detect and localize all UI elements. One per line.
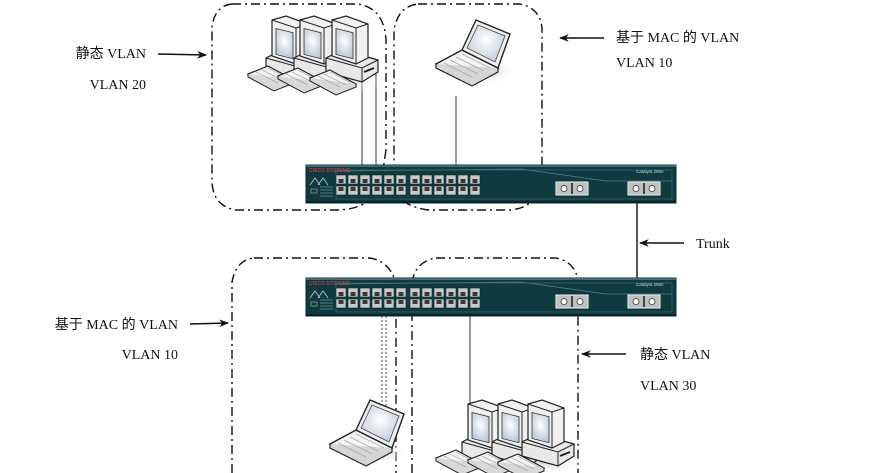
ethernet-port-socket [398, 179, 404, 183]
ethernet-port-socket [386, 187, 392, 191]
ethernet-port-socket [350, 300, 356, 304]
ethernet-port-socket [412, 292, 418, 296]
laptop-icon [435, 19, 517, 87]
ethernet-port-socket [362, 300, 368, 304]
ethernet-port-socket [460, 292, 466, 296]
ethernet-port-socket [436, 179, 442, 183]
arrow-bottom-left [189, 319, 229, 328]
ethernet-port-socket [436, 187, 442, 191]
pc-group-bottom[interactable] [435, 399, 584, 473]
ethernet-port-socket [398, 292, 404, 296]
ethernet-port-socket [374, 179, 380, 183]
switch-bottom-ports [335, 287, 481, 309]
ethernet-port-socket [398, 187, 404, 191]
label-bottom-left-vlan: VLAN 10 [122, 348, 178, 363]
ethernet-port-socket [436, 300, 442, 304]
label-bottom-right-vlan: VLAN 30 [640, 379, 696, 394]
workstation-icon [521, 399, 575, 467]
ethernet-port-socket [338, 300, 344, 304]
label-bottom-right-title: 静态 VLAN [640, 347, 710, 363]
label-top-left-title: 静态 VLAN [76, 46, 146, 62]
ethernet-port-socket [448, 179, 454, 183]
ethernet-port-socket [424, 187, 430, 191]
ethernet-port-socket [350, 187, 356, 191]
ethernet-port-socket [386, 300, 392, 304]
ethernet-port-socket [350, 179, 356, 183]
ethernet-port-socket [448, 187, 454, 191]
ethernet-port-socket [374, 300, 380, 304]
ethernet-port-socket [362, 187, 368, 191]
label-bottom-left-title: 基于 MAC 的 VLAN [55, 316, 178, 333]
ethernet-port-socket [424, 179, 430, 183]
ethernet-port-socket [472, 300, 478, 304]
ethernet-port-socket [362, 179, 368, 183]
ethernet-port-socket [448, 292, 454, 296]
label-trunk: Trunk [696, 237, 730, 252]
ethernet-port-socket [412, 179, 418, 183]
ethernet-port-socket [472, 292, 478, 296]
ethernet-port-socket [424, 300, 430, 304]
ethernet-port-socket [362, 292, 368, 296]
ethernet-port-socket [436, 292, 442, 296]
ethernet-port-socket [460, 179, 466, 183]
ethernet-port-socket [338, 187, 344, 191]
ethernet-port-socket [398, 300, 404, 304]
ethernet-port-socket [460, 187, 466, 191]
ethernet-port-socket [412, 187, 418, 191]
ethernet-port-socket [350, 292, 356, 296]
laptop-top[interactable] [435, 19, 517, 87]
arrow-top-left [157, 50, 207, 59]
laptop-bottom[interactable] [329, 399, 411, 467]
ethernet-port-socket [338, 179, 344, 183]
zone-top-static-vlan20 [211, 3, 387, 211]
ethernet-port-socket [460, 300, 466, 304]
switch-top[interactable] [305, 164, 677, 204]
ethernet-port-socket [472, 179, 478, 183]
ethernet-port-socket [412, 300, 418, 304]
ethernet-port-socket [338, 292, 344, 296]
ethernet-port-socket [386, 292, 392, 296]
laptop-icon [329, 399, 411, 467]
ethernet-port-socket [424, 292, 430, 296]
ethernet-port-socket [386, 179, 392, 183]
pc-group-top[interactable] [247, 15, 383, 96]
label-top-left-vlan: VLAN 20 [90, 78, 146, 93]
switch-top-ports [335, 174, 481, 196]
switch-bottom[interactable] [305, 277, 677, 317]
ethernet-port-socket [472, 187, 478, 191]
ethernet-port-socket [374, 187, 380, 191]
ethernet-port-socket [448, 300, 454, 304]
ethernet-port-socket [374, 292, 380, 296]
label-top-right-title: 基于 MAC 的 VLAN [616, 29, 739, 46]
label-top-right-vlan: VLAN 10 [616, 56, 672, 71]
